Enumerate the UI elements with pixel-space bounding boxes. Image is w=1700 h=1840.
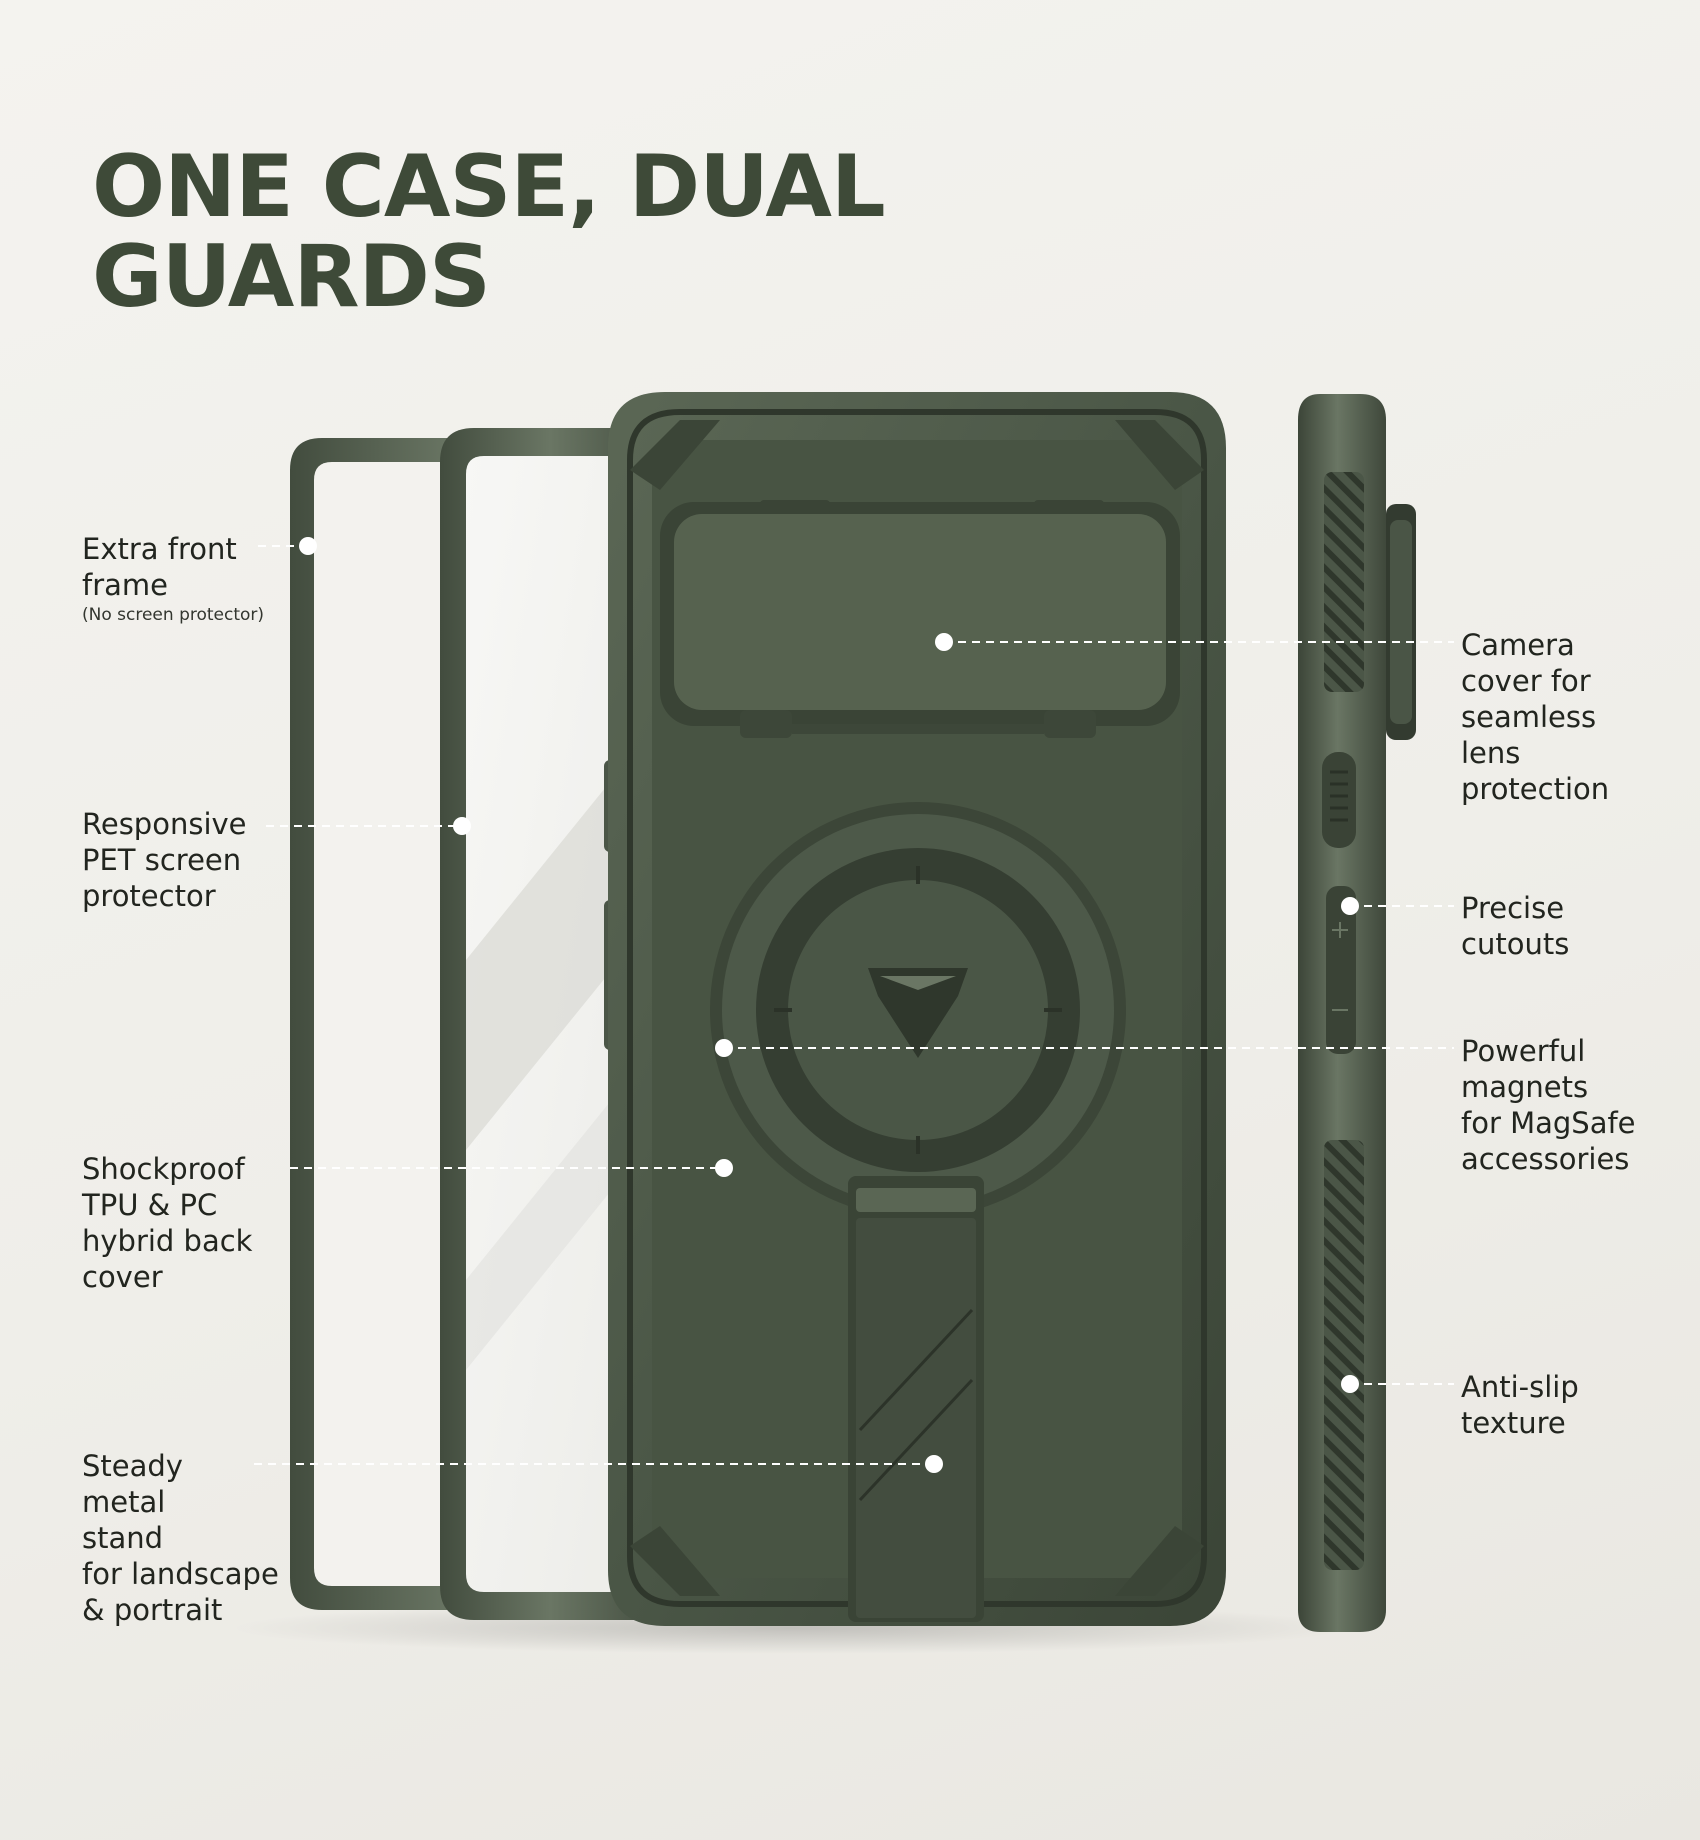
callout-stand-line-2: metal [82, 1485, 166, 1519]
callout-magnets-line-4: accessories [1461, 1142, 1630, 1176]
callout-magnets-line-2: magnets [1461, 1070, 1589, 1104]
callout-stand-line-1: Steady [82, 1449, 183, 1483]
callout-stand-line-3: stand [82, 1521, 164, 1555]
callout-shockproof: Shockproof TPU & PC hybrid back cover [82, 1151, 252, 1295]
brand-logo-icon [868, 968, 968, 1058]
callout-camera-cover-line-1: Camera [1461, 628, 1575, 662]
callout-camera-cover-line-2: cover for [1461, 664, 1591, 698]
callout-cutouts-line-1: Precise [1461, 891, 1565, 925]
callout-pet-screen-line-2: PET screen [82, 843, 242, 877]
callout-front-frame-note: (No screen protector) [82, 605, 265, 625]
callout-shockproof-line-3: hybrid back [82, 1224, 253, 1258]
side-profile [1298, 394, 1416, 1632]
callout-anti-slip: Anti-slip texture [1461, 1369, 1579, 1441]
callout-pet-screen: Responsive PET screen protector [82, 806, 247, 914]
headline-line-1: ONE CASE, DUAL [92, 137, 886, 237]
callout-shockproof-line-1: Shockproof [82, 1152, 245, 1186]
callout-camera-cover-line-3: seamless [1461, 700, 1597, 734]
callout-pet-screen-line-1: Responsive [82, 807, 247, 841]
callout-magnets-line-1: Powerful [1461, 1034, 1586, 1068]
callout-stand-line-5: & portrait [82, 1593, 223, 1627]
headline: ONE CASE, DUAL GUARDS [92, 142, 992, 322]
callout-anti-slip-line-2: texture [1461, 1406, 1566, 1440]
callout-camera-cover-line-4: lens [1461, 736, 1521, 770]
callout-magnets-line-3: for MagSafe [1461, 1106, 1636, 1140]
callout-camera-cover-line-5: protection [1461, 772, 1610, 806]
callout-front-frame-line-2: frame [82, 568, 168, 602]
metal-stand [848, 1176, 984, 1622]
camera-cover [660, 500, 1180, 738]
callout-camera-cover: Camera cover for seamless lens protectio… [1461, 627, 1609, 807]
callout-leaders [254, 537, 1454, 1473]
callout-cutouts: Precise cutouts [1461, 890, 1569, 962]
callout-front-frame-line-1: Extra front [82, 532, 237, 566]
callout-front-frame: Extra front frame (No screen protector) [82, 531, 264, 627]
callout-cutouts-line-2: cutouts [1461, 927, 1570, 961]
callout-stand-line-4: for landscape [82, 1557, 279, 1591]
callout-stand: Steady metal stand for landscape & portr… [82, 1448, 279, 1628]
callout-pet-screen-line-3: protector [82, 879, 216, 913]
callout-shockproof-line-4: cover [82, 1260, 163, 1294]
callout-shockproof-line-2: TPU & PC [82, 1188, 218, 1222]
callout-magnets: Powerful magnets for MagSafe accessories [1461, 1033, 1636, 1177]
headline-line-2: GUARDS [92, 227, 491, 327]
callout-anti-slip-line-1: Anti-slip [1461, 1370, 1579, 1404]
